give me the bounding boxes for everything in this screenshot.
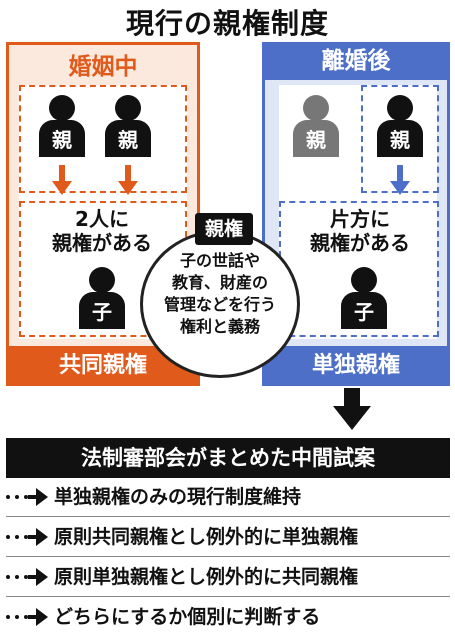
divider (6, 596, 450, 597)
custody-label: 親権 (195, 213, 253, 245)
arrow-down-icon (390, 165, 410, 195)
proposal-option: 単独親権のみの現行制度維持 (6, 481, 450, 513)
diagram-title: 現行の親権制度 (125, 7, 329, 40)
dotted-arrow-icon (6, 488, 50, 506)
arrow-down-icon (333, 388, 373, 432)
proposal-option: 原則共同親権とし例外的に単独親権 (6, 521, 450, 553)
arrow-down-icon (118, 165, 138, 195)
divorced-caption: 片方に 親権がある (310, 207, 410, 255)
married-caption: 2人に 親権がある (52, 207, 152, 255)
parent-icon: 親 (39, 95, 85, 157)
dotted-arrow-icon (6, 608, 50, 626)
divorced-panel: 離婚後 親 親 片方に 親権がある 子 単独親権 (262, 42, 450, 386)
interim-proposal-heading: 法制審部会がまとめた中間試案 (6, 438, 450, 478)
proposal-option: 原則単独親権とし例外的に共同親権 (6, 561, 450, 593)
sole-custody-label: 単独親権 (262, 346, 450, 386)
custodial-parent-icon: 親 (377, 95, 423, 157)
dotted-arrow-icon (6, 528, 50, 546)
divider (6, 556, 450, 557)
divorced-heading: 離婚後 (265, 42, 447, 80)
dotted-arrow-icon (6, 568, 50, 586)
married-heading: 婚姻中 (68, 54, 138, 80)
child-icon: 子 (341, 267, 387, 329)
parent-icon: 親 (105, 95, 151, 157)
noncustodial-parent-icon: 親 (293, 95, 339, 157)
divider (6, 516, 450, 517)
proposal-option: どちらにするか個別に判断する (6, 601, 450, 633)
parents-dashed-box (19, 85, 187, 193)
child-icon: 子 (79, 267, 125, 329)
custody-definition-text: 子の世話や 教育、財産の 管理などを行う 権利と義務 (163, 251, 276, 336)
arrow-down-icon (52, 165, 72, 195)
